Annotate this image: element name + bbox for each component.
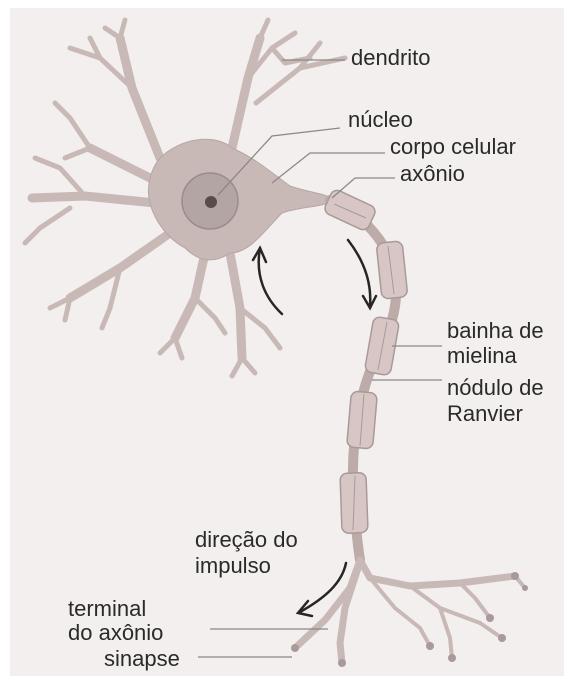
label-corpo-celular: corpo celular <box>390 135 516 159</box>
label-mielina: mielina <box>447 344 517 368</box>
synaptic-knob <box>338 659 346 667</box>
myelin-segment <box>376 241 408 299</box>
synaptic-knob <box>522 585 528 591</box>
label-do-axonio: do axônio <box>68 621 163 645</box>
nucleolus <box>205 196 217 208</box>
label-nucleo: núcleo <box>348 108 413 132</box>
label-sinapse: sinapse <box>104 647 180 671</box>
label-impulso: impulso <box>195 554 271 578</box>
synaptic-knob <box>448 654 456 662</box>
label-dendrito: dendrito <box>351 46 431 70</box>
label-bainha-de: bainha de <box>447 319 544 343</box>
synaptic-knob <box>511 572 519 580</box>
label-nodulo-de: nódulo de <box>447 376 544 400</box>
synaptic-knob <box>486 614 494 622</box>
label-terminal: terminal <box>68 597 146 621</box>
synaptic-knob <box>291 644 299 652</box>
label-ranvier: Ranvier <box>447 402 523 426</box>
synaptic-knob <box>426 642 434 650</box>
label-direcao-do: direção do <box>195 528 298 552</box>
label-axonio: axônio <box>400 162 465 186</box>
synaptic-knob <box>498 634 506 642</box>
neuron-figure: dendrito núcleo corpo celular axônio bai… <box>10 8 564 676</box>
